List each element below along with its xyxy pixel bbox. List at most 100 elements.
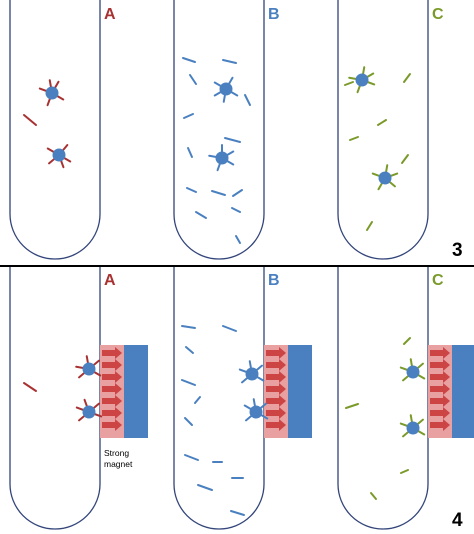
bead-b [213, 76, 239, 103]
tube-outlines [9, 0, 429, 530]
magnet-block [124, 345, 148, 438]
fragment-a [23, 114, 37, 126]
fragment-b [189, 74, 197, 85]
magnet-force-arrow [102, 419, 122, 431]
fragment-b [222, 59, 237, 64]
bead-a [46, 144, 72, 169]
fragment-c [345, 403, 359, 409]
bead-core [215, 151, 229, 165]
magnet-force-arrow [102, 407, 122, 419]
magnet-force-arrow [102, 395, 122, 407]
magnet-force-arrow [266, 359, 286, 371]
bead-core [249, 405, 263, 419]
strong-magnet-c [428, 345, 474, 438]
fragment-b [195, 211, 207, 219]
tube-letter-C-bottom: C [432, 272, 444, 289]
fragment-c [349, 136, 359, 141]
magnet-force-arrow [430, 383, 450, 395]
magnet-force-arrow [102, 347, 122, 359]
tube-letter-A-bottom: A [104, 272, 116, 289]
magnet-label: Strong magnet [104, 448, 133, 469]
bead-core [82, 362, 96, 376]
magnet-force-arrow [102, 371, 122, 383]
tube-letter-C-top: C [432, 6, 444, 23]
fragment-b [183, 113, 194, 119]
bead-core [52, 148, 66, 162]
fragment-b [187, 147, 193, 158]
bead-b [238, 360, 265, 384]
bead-c [371, 164, 399, 191]
fragment-c [403, 73, 411, 83]
strong-magnet-a [100, 345, 148, 438]
tube-C-bottom [337, 267, 429, 530]
bead-c [348, 66, 376, 94]
fragment-b [222, 325, 237, 332]
fragment-b [184, 454, 199, 461]
magnet-force-arrow [266, 419, 286, 431]
fragment-c [377, 119, 387, 126]
tube-B-bottom [173, 267, 265, 530]
bead-core [406, 365, 420, 379]
tube-letter-B-bottom: B [268, 272, 280, 289]
fragment-a [23, 382, 37, 392]
bead-b [208, 144, 235, 172]
free-fragments [23, 57, 411, 516]
fragment-c [401, 154, 409, 164]
magnet-label-line-1: Strong [104, 448, 129, 458]
bead-a [75, 398, 103, 422]
fragment-b [186, 187, 197, 193]
magnet-force-arrow [266, 383, 286, 395]
bead-core [82, 405, 96, 419]
magnet-force-arrow [430, 359, 450, 371]
tube-B-top [173, 0, 265, 260]
magnet-force-arrow [266, 347, 286, 359]
fragment-b [184, 417, 193, 426]
fragment-b [197, 484, 213, 491]
fragment-c [400, 469, 409, 474]
magnet-label-line-2: magnet [104, 459, 133, 469]
bead-b [243, 398, 269, 422]
magnets [100, 345, 474, 438]
magnetic-particles [38, 66, 426, 438]
strong-magnet-b [264, 345, 312, 438]
tube-A-bottom [9, 267, 101, 530]
panel-number-4: 4 [452, 510, 463, 531]
magnet-block [288, 345, 312, 438]
fragment-b [235, 235, 241, 244]
tube-C-top [337, 0, 429, 260]
bead-core [245, 367, 259, 381]
magnet-force-arrow [430, 407, 450, 419]
bead-core [45, 86, 59, 100]
fragment-c [370, 492, 377, 500]
bead-core [406, 421, 420, 435]
fragment-b [231, 207, 241, 213]
magnet-force-arrow [430, 395, 450, 407]
magnet-force-arrow [430, 347, 450, 359]
fragment-b [211, 190, 226, 196]
fragment-b [232, 189, 243, 197]
fragment-b [182, 57, 196, 63]
magnet-force-arrow [266, 395, 286, 407]
panel-number-3: 3 [452, 240, 463, 261]
bead-a [38, 79, 65, 107]
fragment-c [366, 221, 373, 231]
bead-a [75, 355, 102, 379]
tube-A-top [9, 0, 101, 260]
magnet-block [452, 345, 474, 438]
magnet-force-arrow [102, 383, 122, 395]
tube-letter-A-top: A [104, 6, 116, 23]
fragment-b [230, 510, 245, 516]
fragment-b [181, 379, 196, 386]
bead-core [378, 171, 392, 185]
magnet-force-arrow [266, 407, 286, 419]
bead-c [399, 414, 426, 438]
magnet-force-arrow [102, 359, 122, 371]
fragment-b [185, 346, 194, 354]
bead-core [219, 82, 233, 96]
magnet-force-arrow [430, 371, 450, 383]
magnet-force-arrow [430, 419, 450, 431]
fragment-c [403, 337, 411, 345]
fragment-b [181, 325, 196, 329]
fragment-b [224, 137, 241, 143]
